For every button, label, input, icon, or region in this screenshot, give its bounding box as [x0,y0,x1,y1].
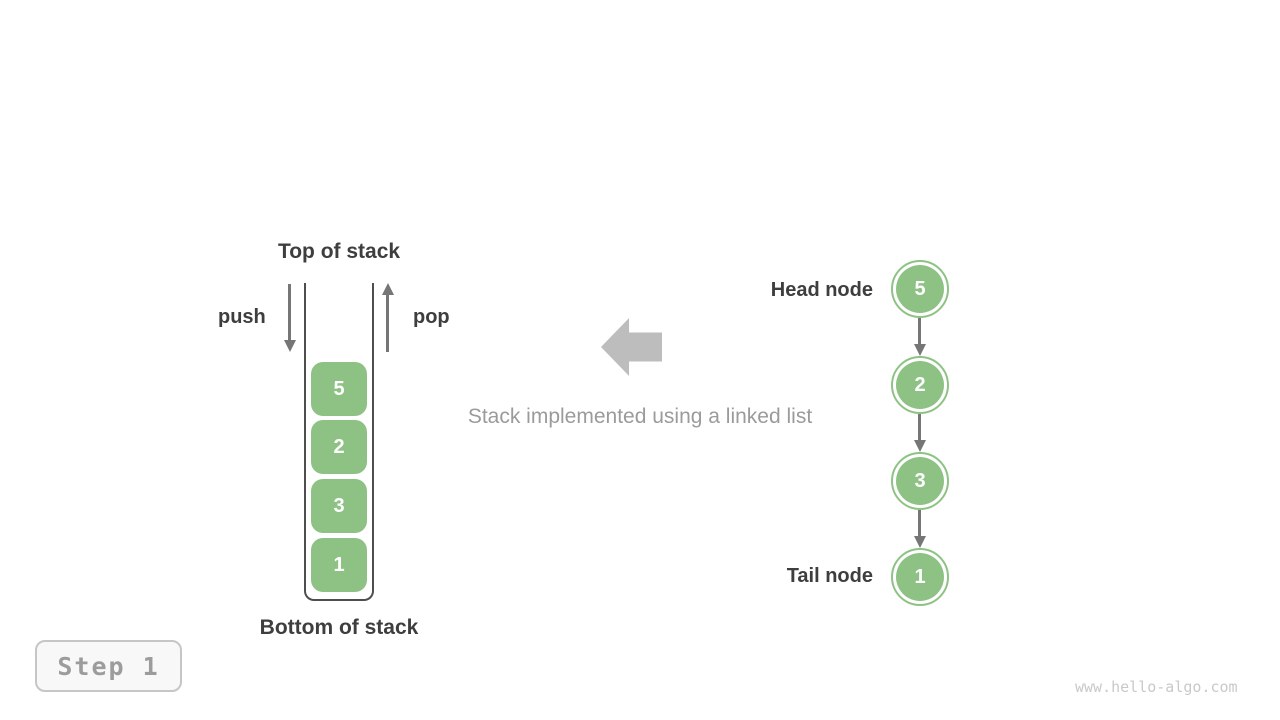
linked-list-node: 1 [891,548,949,606]
transition-left-arrow-icon [601,318,662,376]
stack-item: 1 [311,538,367,592]
transition-caption: Stack implemented using a linked list [467,405,813,428]
stack-item: 5 [311,362,367,416]
step-badge: Step 1 [35,640,182,692]
node-value: 5 [896,265,944,313]
step-badge-label: Step 1 [57,651,160,681]
stack-item: 2 [311,420,367,474]
node-value: 1 [896,553,944,601]
linked-list-node: 5 [891,260,949,318]
push-label: push [218,306,266,328]
linked-list-node: 2 [891,356,949,414]
watermark-text: www.hello-algo.com [1075,678,1238,696]
tail-node-label: Tail node [786,565,873,587]
node-value: 3 [896,457,944,505]
linked-list-node: 3 [891,452,949,510]
top-of-stack-label: Top of stack [277,240,401,263]
node-value: 2 [896,361,944,409]
bottom-of-stack-label: Bottom of stack [259,616,419,639]
stack-item: 3 [311,479,367,533]
head-node-label: Head node [770,279,873,301]
pop-label: pop [413,306,450,328]
